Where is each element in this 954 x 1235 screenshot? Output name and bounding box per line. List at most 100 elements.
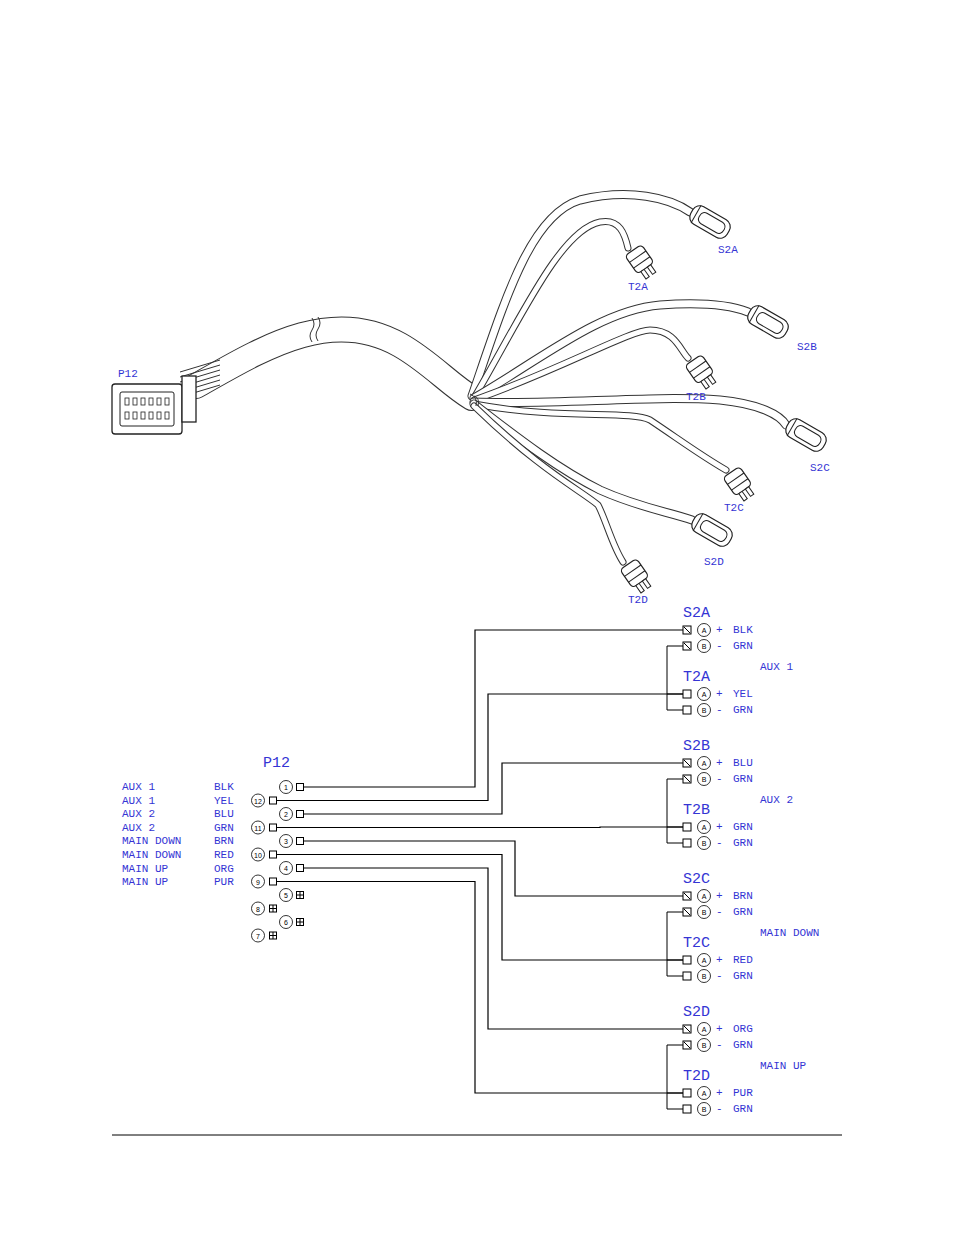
pin-letter: B: [702, 840, 707, 847]
circuit-group: MAIN DOWN: [760, 928, 819, 939]
drawing-part: [745, 487, 753, 497]
pin-circle: [698, 954, 711, 967]
wire-color: GRN: [214, 822, 234, 833]
circuit-name: MAIN UP: [122, 863, 168, 874]
pin-number: 6: [284, 919, 288, 926]
wire: [304, 763, 684, 814]
pin-circle: [698, 704, 711, 717]
pin-square: [297, 838, 304, 845]
wire-color: GRN: [733, 705, 753, 716]
drawing-part: [636, 583, 644, 593]
pin-number: 5: [284, 892, 288, 899]
pin-number: 11: [254, 824, 261, 831]
pin-circle: [280, 862, 293, 875]
pin-circle: [252, 821, 265, 834]
drawing-part: [149, 412, 153, 419]
pin-square: [297, 892, 304, 899]
wire-color: GRN: [733, 1104, 753, 1115]
wire-color: GRN: [733, 641, 753, 652]
tower-connector: [685, 354, 719, 391]
pin-number: 8: [256, 905, 260, 912]
sealed-connector: [783, 416, 829, 454]
pin-circle: [252, 875, 265, 888]
terminal-hatch: [684, 776, 690, 782]
wire-color: GRN: [733, 907, 753, 918]
wire-color: BRN: [214, 836, 234, 847]
drawing-part: [642, 579, 650, 589]
circuit-name: MAIN UP: [122, 877, 168, 888]
drawing-part: [165, 412, 169, 419]
pin-circle: [252, 929, 265, 942]
pin-number: 7: [256, 932, 260, 939]
polarity: -: [716, 907, 723, 918]
drawing-part: [749, 305, 759, 322]
cable-outline: [474, 406, 623, 562]
circuit-group: MAIN UP: [760, 1061, 806, 1072]
pin-letter: B: [702, 1106, 707, 1113]
cable-outline: [196, 329, 472, 398]
wire-color: RED: [733, 955, 753, 966]
wire-color: YEL: [733, 689, 753, 700]
pin-letter: A: [702, 760, 707, 767]
wire: [277, 882, 684, 1094]
terminal-square: [683, 972, 691, 980]
wire: [277, 855, 684, 961]
pin-square: [270, 932, 277, 939]
ground-bus: [667, 646, 683, 710]
pin-circle: [698, 837, 711, 850]
break-mark: [310, 317, 320, 342]
wire-color: GRN: [733, 971, 753, 982]
drawing-part: [739, 491, 747, 501]
drawing-part: [149, 398, 153, 405]
pin-number: 4: [284, 865, 288, 872]
pin-square: [270, 905, 277, 912]
connector-name: S2B: [683, 739, 710, 754]
pin-letter: A: [702, 1026, 707, 1033]
drawing-part: [701, 379, 709, 389]
connector-name: S2A: [718, 245, 738, 256]
cable-outline: [472, 195, 690, 396]
pin-number: 2: [284, 811, 288, 818]
drawing-part: [141, 398, 145, 405]
pin-square: [270, 851, 277, 858]
pin-number: 9: [256, 878, 260, 885]
polarity: +: [716, 689, 723, 700]
polarity: -: [716, 971, 723, 982]
drawing-part: [689, 511, 735, 549]
drawing-part: [165, 398, 169, 405]
wire-color: ORG: [214, 863, 234, 874]
drawing-part: [693, 513, 703, 530]
pin-circle: [698, 773, 711, 786]
circuit-name: AUX 2: [122, 809, 155, 820]
drawing-part: [647, 265, 655, 275]
tower-connector: [625, 244, 659, 281]
terminal-square: [683, 1025, 691, 1033]
connector-name: P12: [118, 369, 138, 380]
terminal-square: [683, 706, 691, 714]
pin-letter: B: [702, 707, 707, 714]
drawing-part: [707, 375, 715, 385]
circuit-group: AUX 2: [760, 795, 793, 806]
circuit-name: MAIN DOWN: [122, 850, 181, 861]
ground-bus: [667, 779, 683, 843]
pin-number: 10: [254, 851, 262, 858]
circuit-name: AUX 1: [122, 795, 155, 806]
wire-color: GRN: [733, 838, 753, 849]
connector-name: T2D: [683, 1069, 710, 1084]
polarity: -: [716, 641, 723, 652]
cable-outline: [474, 404, 692, 520]
polarity: -: [716, 838, 723, 849]
drawing-part: [125, 412, 129, 419]
ground-bus: [667, 912, 683, 976]
pin-circle: [698, 640, 711, 653]
terminal-square: [683, 642, 691, 650]
tower-connector: [723, 466, 757, 503]
pin-circle: [252, 902, 265, 915]
drawing-part: [180, 360, 220, 372]
drawing-part: [687, 203, 733, 241]
drawing-part: [783, 416, 829, 454]
connector-name: T2A: [683, 670, 710, 685]
pin-circle: [280, 835, 293, 848]
pin-square: [297, 811, 304, 818]
